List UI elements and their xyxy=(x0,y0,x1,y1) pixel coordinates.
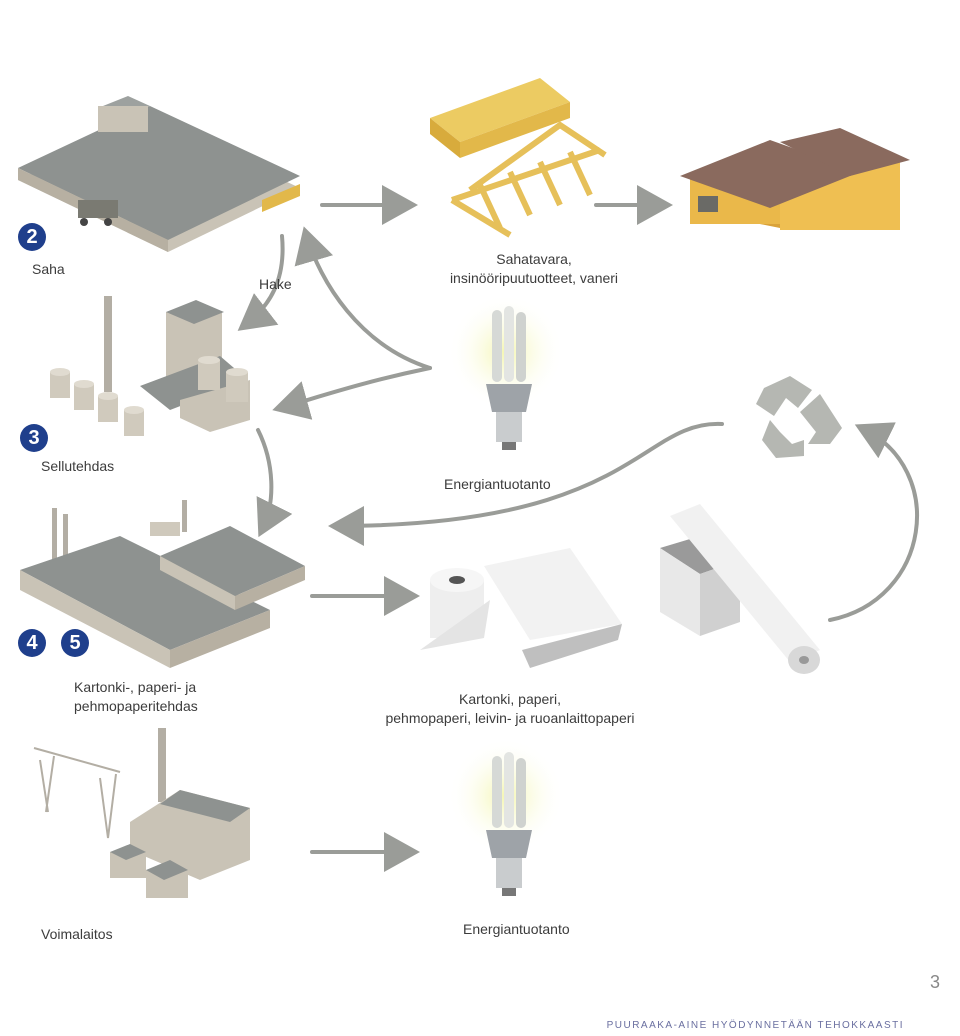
label-sellutehdas: Sellutehdas xyxy=(41,458,115,474)
pulp-mill-illustration xyxy=(50,296,250,436)
arrow-products-to-recycle xyxy=(828,422,919,622)
label-sahatavara-line2: insinööripuutuotteet, vaneri xyxy=(449,270,619,286)
light-bulb-icon-bottom xyxy=(448,738,564,896)
lumber-illustration xyxy=(430,78,607,238)
label-voimalaitos: Voimalaitos xyxy=(41,926,113,942)
label-hake: Hake xyxy=(259,276,292,292)
paper-products-illustration xyxy=(420,504,820,674)
paper-mill-illustration xyxy=(20,500,305,668)
label-paper-products-line1: Kartonki, paperi, xyxy=(459,691,561,707)
label-energiantuotanto-top: Energiantuotanto xyxy=(444,476,551,492)
label-saha: Saha xyxy=(32,261,65,277)
label-energiantuotanto-bottom: Energiantuotanto xyxy=(463,921,570,937)
arrow-hake-to-sellu xyxy=(237,234,285,331)
step-badge-3: 3 xyxy=(20,424,48,452)
power-plant-illustration xyxy=(33,728,250,898)
step-badge-5: 5 xyxy=(61,629,89,657)
arrow-recycle-to-paper-mill xyxy=(328,421,724,546)
recycle-icon xyxy=(756,376,842,458)
label-kartonki-tehdas-line2: pehmopaperitehdas xyxy=(74,698,198,714)
page-footer: PUURAAKA-AINE HYÖDYNNETÄÄN TEHOKKAASTI xyxy=(606,1020,904,1031)
label-paper-products: Kartonki, paperi, pehmopaperi, leivin- j… xyxy=(380,690,640,728)
arrow-sellu-to-paper-mill xyxy=(256,428,293,538)
page-number: 3 xyxy=(929,972,940,992)
label-sahatavara: Sahatavara, insinööripuutuotteet, vaneri xyxy=(436,250,632,288)
light-bulb-icon-top xyxy=(448,294,564,450)
label-kartonki-tehdas-line1: Kartonki-, paperi- ja xyxy=(74,679,197,695)
label-sahatavara-line1: Sahatavara, xyxy=(496,251,572,267)
label-kartonki-tehdas: Kartonki-, paperi- ja pehmopaperitehdas xyxy=(74,678,198,716)
arrow-energia-to-saha xyxy=(294,226,432,370)
step-badge-2: 2 xyxy=(18,223,46,251)
sawmill-illustration xyxy=(18,96,300,252)
step-badge-4: 4 xyxy=(18,629,46,657)
label-paper-products-line2: pehmopaperi, leivin- ja ruoanlaittopaper… xyxy=(385,710,635,726)
arrow-energia-to-sellu xyxy=(272,366,432,420)
house-illustration xyxy=(680,128,910,230)
